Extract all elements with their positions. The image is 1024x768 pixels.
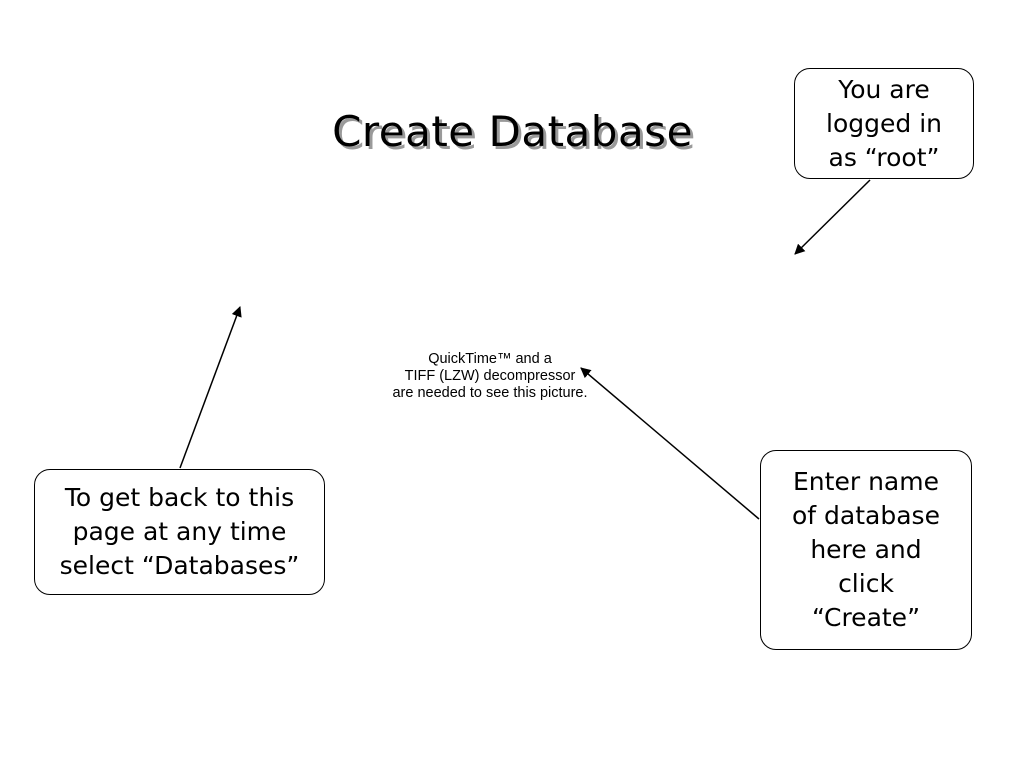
arrow-root-pointer: [794, 179, 871, 255]
callout-root-line-2: logged in: [826, 108, 942, 138]
placeholder-line-3: are needed to see this picture.: [392, 385, 588, 401]
callout-create-line-2: of database: [792, 501, 940, 530]
callout-databases-line-1: To get back to this: [64, 483, 295, 512]
placeholder-line-2: TIFF (LZW) decompressor: [404, 368, 576, 384]
callout-create-line-1: Enter name: [793, 467, 939, 496]
callout-databases-line-2: page at any time: [72, 517, 287, 546]
callout-create-line-5: “Create”: [811, 603, 921, 632]
callout-logged-in-as-root: You are logged in as “root”: [794, 68, 974, 179]
callout-root-line-1: You are: [838, 74, 930, 104]
callout-enter-database-name: Enter name of database here and click “C…: [760, 450, 972, 650]
callout-create-line-4: click: [838, 569, 894, 598]
callout-create-line-3: here and: [810, 535, 922, 564]
arrow-databases-pointer: [179, 306, 242, 469]
placeholder-line-1: QuickTime™ and a: [428, 351, 552, 367]
missing-image-placeholder: QuickTime™ and a TIFF (LZW) decompressor…: [370, 351, 610, 402]
callout-databases-line-3: select “Databases”: [59, 551, 300, 580]
slide-title: Create Database: [332, 107, 693, 156]
callout-root-line-3: as “root”: [828, 142, 940, 172]
callout-select-databases: To get back to this page at any time sel…: [34, 469, 325, 595]
